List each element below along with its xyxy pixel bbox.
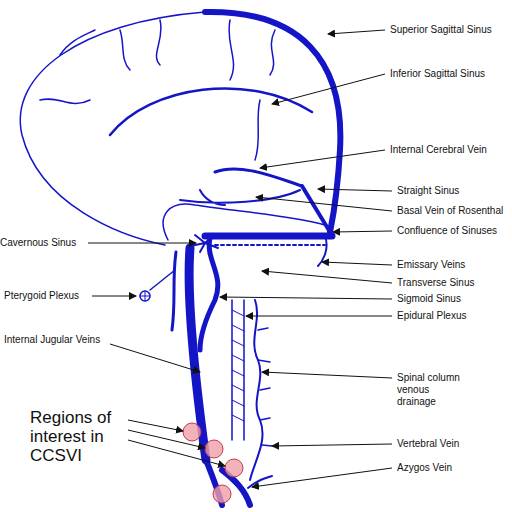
anatomy-label: Spinal column venous drainage (397, 372, 467, 408)
emissary-band (215, 244, 325, 246)
anatomy-label: Emissary Veins (397, 259, 509, 271)
pterygoid-cross (140, 291, 150, 301)
leader-line (128, 430, 205, 448)
leader-line (128, 440, 225, 466)
leader-line (256, 197, 392, 211)
ccsvi-region (225, 459, 243, 477)
anatomy-label: Internal Jugular Veins (4, 334, 124, 346)
sigmoid-sinus (200, 238, 218, 350)
leader-line (318, 189, 392, 191)
anatomy-label: Transverse Sinus (397, 277, 509, 289)
leader-line (262, 372, 392, 378)
anatomy-label: Inferior Sagittal Sinus (390, 68, 510, 80)
transverse-sinus (205, 233, 332, 240)
leader-line (262, 271, 392, 283)
leader-line (272, 74, 385, 104)
epidural-hatch (232, 310, 244, 421)
anatomy-label: Epidural Plexus (397, 310, 509, 322)
anatomy-label: Superior Sagittal Sinus (390, 24, 510, 36)
anatomy-label: Pterygoid Plexus (4, 290, 94, 302)
straight-sinus (302, 186, 330, 232)
veins (20, 12, 340, 505)
basal-vein (180, 190, 300, 205)
pterygoid-plexus (140, 291, 150, 301)
inferior-sagittal-sinus (110, 88, 312, 135)
leader-lines (88, 30, 392, 487)
epidural-plexus (232, 300, 244, 440)
ccsvi-region (213, 485, 231, 503)
anatomy-label: Straight Sinus (397, 185, 509, 197)
anatomy-label: Sigmoid Sinus (397, 293, 509, 305)
anatomy-label: Vertebral Vein (397, 438, 509, 450)
pterygoid-branch (150, 270, 175, 290)
leader-line (128, 420, 183, 431)
cerebral-branch (255, 100, 260, 160)
azygos-vein (206, 460, 250, 505)
leader-line (88, 243, 196, 244)
segmental-veins (258, 328, 272, 446)
internal-cerebral-vein (215, 169, 302, 186)
anatomy-label: Confluence of Sinuses (397, 225, 509, 237)
leader-line (260, 150, 385, 168)
leader-line (246, 316, 392, 317)
leader-line (252, 468, 392, 487)
leader-line (92, 296, 136, 297)
leader-line (272, 444, 392, 446)
cortical-veins (40, 20, 275, 104)
leader-line (220, 297, 392, 299)
leader-line (322, 262, 392, 265)
anatomy-label: Cavernous Sinus (0, 237, 90, 249)
ccsvi-region (183, 423, 201, 441)
ccsvi-region (205, 440, 223, 458)
emissary-vein (318, 236, 327, 266)
anatomy-label: Internal Cerebral Vein (390, 144, 510, 156)
external-vein (172, 252, 176, 330)
anatomy-label: Basal Vein of Rosenthal (397, 205, 509, 217)
brain-outline (20, 12, 205, 245)
leader-line (333, 231, 392, 232)
callout-heading: Regions of interest in CCSVI (30, 408, 140, 465)
leader-line (328, 30, 385, 34)
anatomy-label: Azygos Vein (397, 462, 509, 474)
leader-line (110, 344, 200, 372)
